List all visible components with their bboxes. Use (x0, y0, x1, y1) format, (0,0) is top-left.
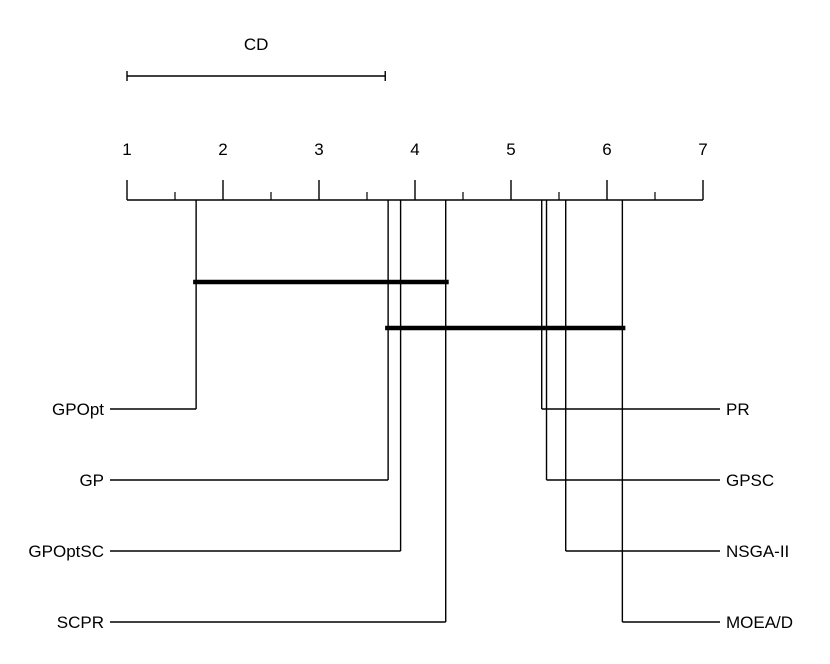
rank-axis: 1 2 3 4 5 6 7 (122, 140, 708, 201)
method-label-gpsc: GPSC (726, 471, 774, 490)
tick-label-2: 2 (218, 140, 227, 159)
cd-label: CD (244, 35, 269, 54)
method-label-scpr: SCPR (57, 613, 104, 632)
tick-label-5: 5 (506, 140, 515, 159)
method-label-moea-d: MOEA/D (726, 613, 793, 632)
tick-label-4: 4 (410, 140, 419, 159)
tick-label-3: 3 (314, 140, 323, 159)
method-label-pr: PR (726, 400, 750, 419)
tick-label-7: 7 (698, 140, 707, 159)
method-label-nsga-ii: NSGA-II (726, 542, 789, 561)
cd-bar: CD (126, 35, 386, 81)
clique-bars (193, 279, 626, 331)
method-label-gpopt: GPOpt (52, 400, 104, 419)
method-label-gp: GP (79, 471, 104, 490)
method-label-gpoptsc: GPOptSC (28, 542, 104, 561)
tick-label-1: 1 (122, 140, 131, 159)
tick-label-6: 6 (602, 140, 611, 159)
